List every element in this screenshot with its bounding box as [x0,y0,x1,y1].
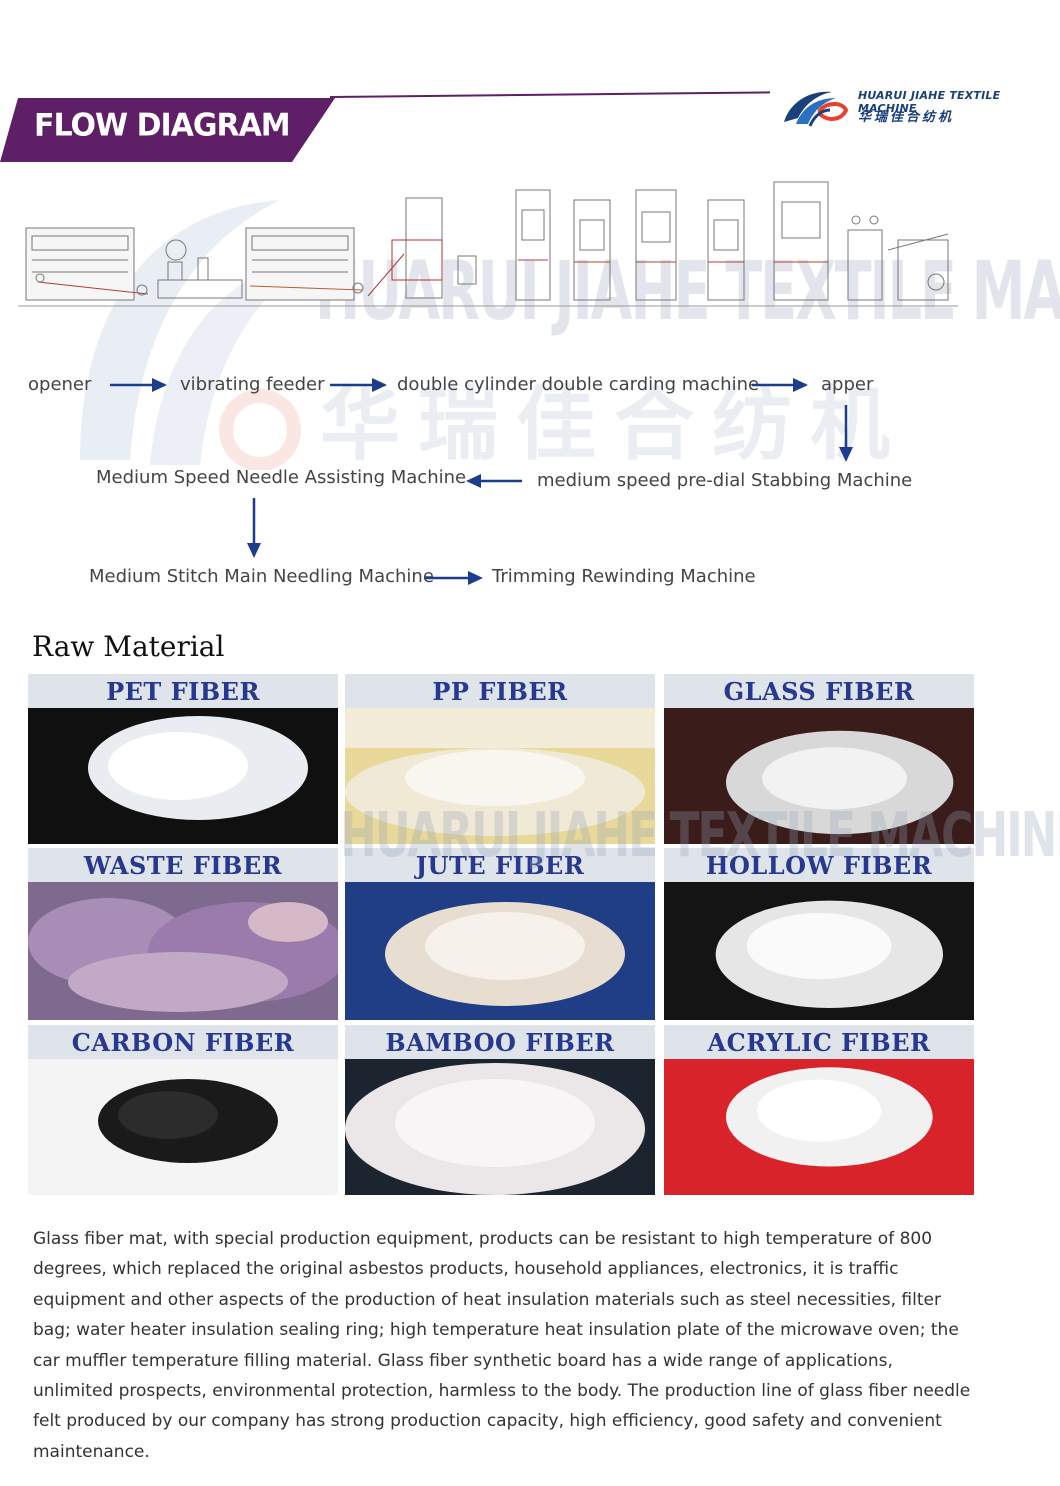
feeder-icon [157,239,243,299]
needle-machine-2-icon [635,189,677,301]
carbon-fiber-photo [28,1059,338,1195]
fiber-tile-bamboo: BAMBOO FIBER [345,1025,655,1195]
raw-material-title: Raw Material [32,630,225,663]
flow-step-trimming: Trimming Rewinding Machine [492,566,756,587]
brand-name-en: HUARUI JIAHE TEXTILE MACHINE [858,89,1001,115]
carding-feed-machine-icon [245,227,364,301]
fiber-tile-acrylic: ACRYLIC FIBER [664,1025,974,1195]
watermark-text: HUARUI JIAHE TEXTILE MACHINE [315,244,1060,339]
fiber-label: PET FIBER [28,674,338,708]
fiber-label: CARBON FIBER [28,1025,338,1059]
watermark-logo-icon [80,200,310,470]
fiber-label: PP FIBER [345,674,655,708]
flow-step-vibrating-feeder: vibrating feeder [180,374,325,395]
acrylic-fiber-photo [664,1059,974,1195]
hollow-fiber-photo [664,882,974,1020]
fiber-tile-hollow: HOLLOW FIBER [664,848,974,1020]
pp-fiber-photo [345,708,655,844]
brand-name-cn: 华瑞佳合纺机 [858,110,955,125]
company-logo-icon [784,91,849,127]
flow-step-needle-assisting: Medium Speed Needle Assisting Machine [96,467,467,488]
flow-step-carding: double cylinder double carding machine [397,374,760,395]
fiber-tile-pet: PET FIBER [28,674,338,844]
fiber-label: BAMBOO FIBER [345,1025,655,1059]
card-machine-icon [367,197,477,299]
waste-fiber-photo [28,882,338,1020]
opener-machine-icon [25,227,149,301]
description-paragraph: Glass fiber mat, with special production… [33,1229,971,1462]
fiber-label: HOLLOW FIBER [664,848,974,882]
fiber-label: GLASS FIBER [664,674,974,708]
watermark-text-cn: 华瑞佳合纺机 [320,377,908,471]
fiber-tile-pp: PP FIBER [345,674,655,844]
fiber-tile-jute: JUTE FIBER [345,848,655,1020]
flow-arrows [110,378,853,585]
fiber-tile-carbon: CARBON FIBER [28,1025,338,1195]
bamboo-fiber-photo [345,1059,655,1195]
main-needling-machine-icon [773,181,829,301]
glass-fiber-photo [664,708,974,844]
fiber-label: JUTE FIBER [345,848,655,882]
flow-step-main-needling: Medium Stitch Main Needling Machine [89,566,434,587]
watermark-text-lower: HUARUI JIAHE TEXTILE MACHINE [340,800,1060,872]
needle-machine-3-icon [707,199,745,301]
fiber-tile-glass: GLASS FIBER [664,674,974,844]
fiber-label: ACRYLIC FIBER [664,1025,974,1059]
needle-machine-1-icon [573,199,611,301]
flow-step-opener: opener [28,374,92,395]
fiber-tile-waste: WASTE FIBER [28,848,338,1020]
jute-fiber-photo [345,882,655,1020]
production-line-drawing [18,181,958,307]
fiber-label: WASTE FIBER [28,848,338,882]
rewinding-machine-icon [847,215,949,301]
flow-step-pre-dial: medium speed pre-dial Stabbing Machine [537,470,913,491]
flow-step-apper: apper [821,374,874,395]
banner-title: FLOW DIAGRAM [34,107,291,144]
section-banner [0,98,335,162]
pet-fiber-photo [28,708,338,844]
apper-machine-icon [515,189,551,301]
